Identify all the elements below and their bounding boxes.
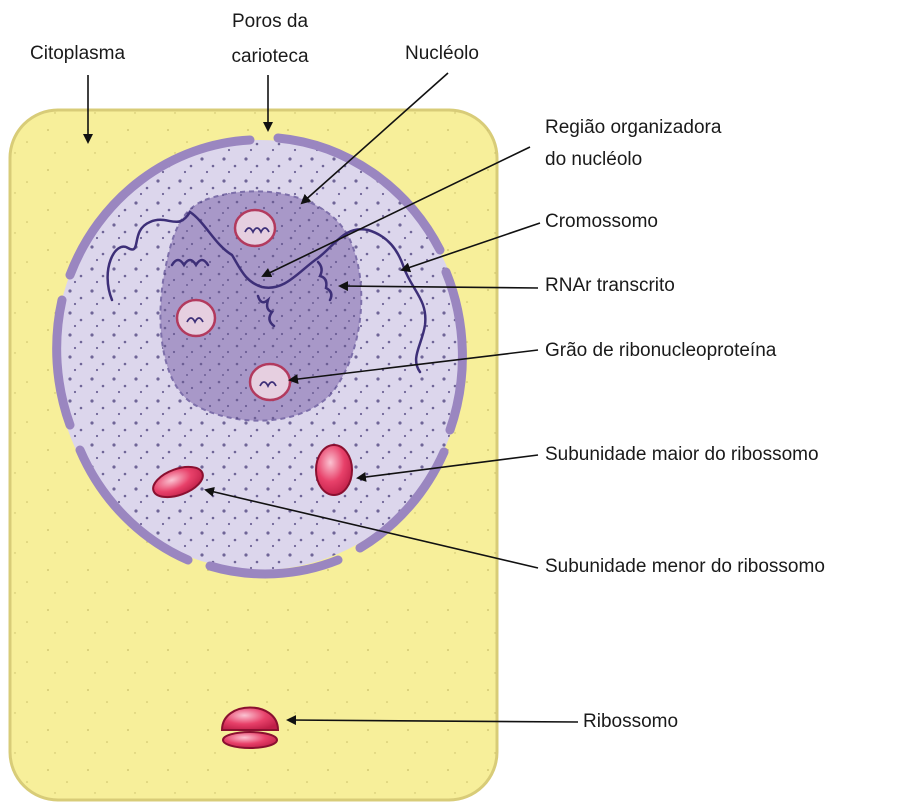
label-poros-line2: carioteca [214,45,326,69]
label-sub-menor: Subunidade menor do ribossomo [545,555,825,579]
label-citoplasma: Citoplasma [30,42,125,66]
label-regiao-line2: do nucléolo [545,148,642,172]
label-nucleolo: Nucléolo [405,42,479,66]
label-poros-line1: Poros da [214,10,326,34]
ribosome-cytoplasm [222,708,278,749]
label-grao: Grão de ribonucleoproteína [545,339,776,363]
label-cromossomo: Cromossomo [545,210,658,234]
ribosome-large-subunit [316,445,352,495]
label-ribossomo: Ribossomo [583,710,678,734]
label-regiao-line1: Região organizadora [545,116,721,140]
label-rnar: RNAr transcrito [545,274,675,298]
label-sub-maior: Subunidade maior do ribossomo [545,443,819,467]
